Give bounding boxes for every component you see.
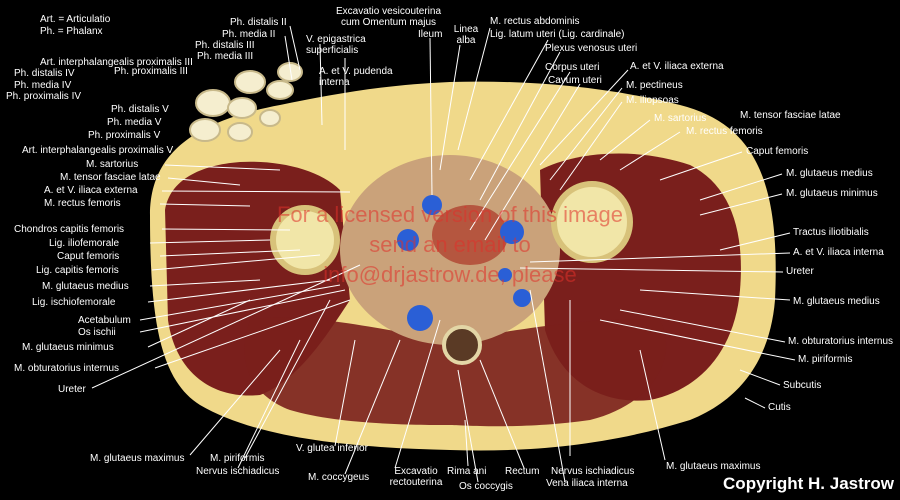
vessel-2 (397, 229, 419, 251)
label-m-sartorius-left: M. sartorius (86, 159, 139, 170)
label-os-ischii: Os ischii (78, 327, 116, 338)
label-acetabulum: Acetabulum (78, 315, 131, 326)
label-m-rectus-femoris-left: M. rectus femoris (44, 198, 121, 209)
label-ph-distalis-ii: Ph. distalis II (230, 17, 287, 28)
finger-sections (189, 62, 303, 142)
label-v-epigastrica: V. epigastrica superficialis (306, 34, 366, 56)
label-plexus-venosus-uteri: Plexus venosus uteri (545, 43, 638, 54)
label-m-rectus-abdominis: M. rectus abdominis (490, 16, 580, 27)
label-ph-media-iv: Ph. media IV (14, 80, 72, 91)
label-m-pectineus: M. pectineus (626, 80, 683, 91)
rectum-shape (442, 325, 482, 365)
label-ileum: Ileum (418, 29, 443, 40)
label-ureter-left: Ureter (58, 384, 86, 395)
leader-lines (91, 25, 796, 483)
watermark-line-3: info@drjastrow.de, please (323, 262, 577, 287)
watermark-line-2: send an email to (369, 232, 531, 257)
label-a-v-iliaca-externa-right: A. et V. iliaca externa (630, 61, 724, 72)
label-ph-proximalis-v: Ph. proximalis V (88, 130, 161, 141)
label-chondros-capitis-femoris: Chondros capitis femoris (14, 224, 125, 235)
label-m-obturatorius-internus-left: M. obturatorius internus (14, 363, 120, 374)
label-a-v-pudenda-interna: A. et V. pudenda interna (319, 66, 393, 88)
label-m-rectus-femoris-right: M. rectus femoris (686, 126, 763, 137)
label-corpus-uteri: Corpus uteri (545, 62, 600, 73)
uterus (432, 205, 508, 265)
vessel-4 (407, 305, 433, 331)
label-excavatio-vesicouterina: Excavatio vesicouterina cum Omentum maju… (335, 6, 442, 28)
femoral-head-left (270, 205, 340, 275)
legend: Art. = Articulatio Ph. = Phalanx (40, 14, 110, 38)
label-a-v-iliaca-externa-left: A. et V. iliaca externa (44, 185, 138, 196)
label-linea-alba: Linea alba (453, 24, 479, 46)
label-ph-proximalis-iv: Ph. proximalis IV (6, 91, 82, 102)
label-subcutis: Subcutis (783, 380, 822, 391)
label-m-obturatorius-internus-right: M. obturatorius internus (788, 336, 894, 347)
label-m-glutaeus-maximus-left: M. glutaeus maximus (90, 453, 185, 464)
label-vena-iliaca-interna: Vena iliaca interna (546, 478, 628, 489)
gluteal-muscle (244, 317, 667, 427)
label-m-glutaeus-medius-left: M. glutaeus medius (42, 281, 129, 292)
label-rectum: Rectum (505, 466, 540, 477)
label-caput-femoris-right: Caput femoris (746, 146, 809, 157)
label-nervus-ischiadicus-right: Nervus ischiadicus (551, 466, 635, 477)
label-lig-latum-uteri: Lig. latum uteri (Lig. cardinale) (490, 29, 625, 40)
label-m-glutaeus-medius-right-1: M. glutaeus medius (786, 168, 873, 179)
label-ph-proximalis-iii: Ph. proximalis III (114, 66, 188, 77)
label-m-glutaeus-minimus-right: M. glutaeus minimus (786, 188, 878, 199)
label-ph-distalis-iii: Ph. distalis III (195, 40, 255, 51)
legend-phalanx: Ph. = Phalanx (40, 26, 103, 37)
label-lig-iliofemorale: Lig. iliofemorale (49, 238, 120, 249)
label-a-v-iliaca-interna: A. et V. iliaca interna (793, 247, 884, 258)
label-os-coccygis: Os coccygis (459, 481, 513, 492)
label-m-coccygeus: M. coccygeus (308, 472, 370, 483)
label-m-glutaeus-medius-right-2: M. glutaeus medius (793, 296, 880, 307)
label-m-sartorius-right: M. sartorius (654, 113, 707, 124)
label-ureter-right: Ureter (786, 266, 814, 277)
label-rima-ani: Rima ani (447, 466, 487, 477)
label-caput-femoris-left: Caput femoris (57, 251, 120, 262)
label-cutis: Cutis (768, 402, 791, 413)
vessel-6 (498, 268, 512, 282)
label-m-tensor-left: M. tensor fasciae latae (60, 172, 161, 183)
label-lig-ischiofemorale: Lig. ischiofemorale (32, 297, 116, 308)
label-m-piriformis-right: M. piriformis (798, 354, 853, 365)
label-ph-distalis-iv: Ph. distalis IV (14, 68, 75, 79)
vessel-1 (422, 195, 442, 215)
legend-articulatio: Art. = Articulatio (40, 14, 111, 25)
label-excavatio-rectouterina: Excavatio rectouterina (389, 466, 443, 488)
label-m-glutaeus-maximus-right: M. glutaeus maximus (666, 461, 761, 472)
label-v-glutea-inferior: V. glutea inferior (296, 443, 368, 454)
label-ph-media-v: Ph. media V (107, 117, 162, 128)
copyright: Copyright H. Jastrow (723, 474, 894, 493)
label-ph-media-ii: Ph. media II (222, 29, 276, 40)
label-ph-media-iii: Ph. media III (197, 51, 254, 62)
label-m-iliopsoas: M. iliopsoas (626, 95, 679, 106)
label-tractus-iliotibialis: Tractus iliotibialis (793, 227, 869, 238)
vessel-5 (513, 289, 531, 307)
label-m-piriformis-left: M. piriformis (210, 453, 265, 464)
label-m-tensor-right: M. tensor fasciae latae (740, 110, 841, 121)
label-lig-capitis-femoris: Lig. capitis femoris (36, 265, 119, 276)
label-ph-distalis-v: Ph. distalis V (111, 104, 169, 115)
watermark: For a licensed version of this image sen… (180, 200, 720, 290)
vessel-3 (500, 220, 524, 244)
label-cavum-uteri: Cavum uteri (548, 75, 602, 86)
watermark-line-1: For a licensed version of this image (276, 202, 624, 227)
label-nervus-ischiadicus-left: Nervus ischiadicus (196, 466, 280, 477)
label-art-ip-prox-iii: Art. interphalangealis proximalis III (40, 57, 193, 68)
label-art-ip-prox-v: Art. interphalangealis proximalis V (22, 145, 174, 156)
label-m-glutaeus-minimus-left: M. glutaeus minimus (22, 342, 114, 353)
